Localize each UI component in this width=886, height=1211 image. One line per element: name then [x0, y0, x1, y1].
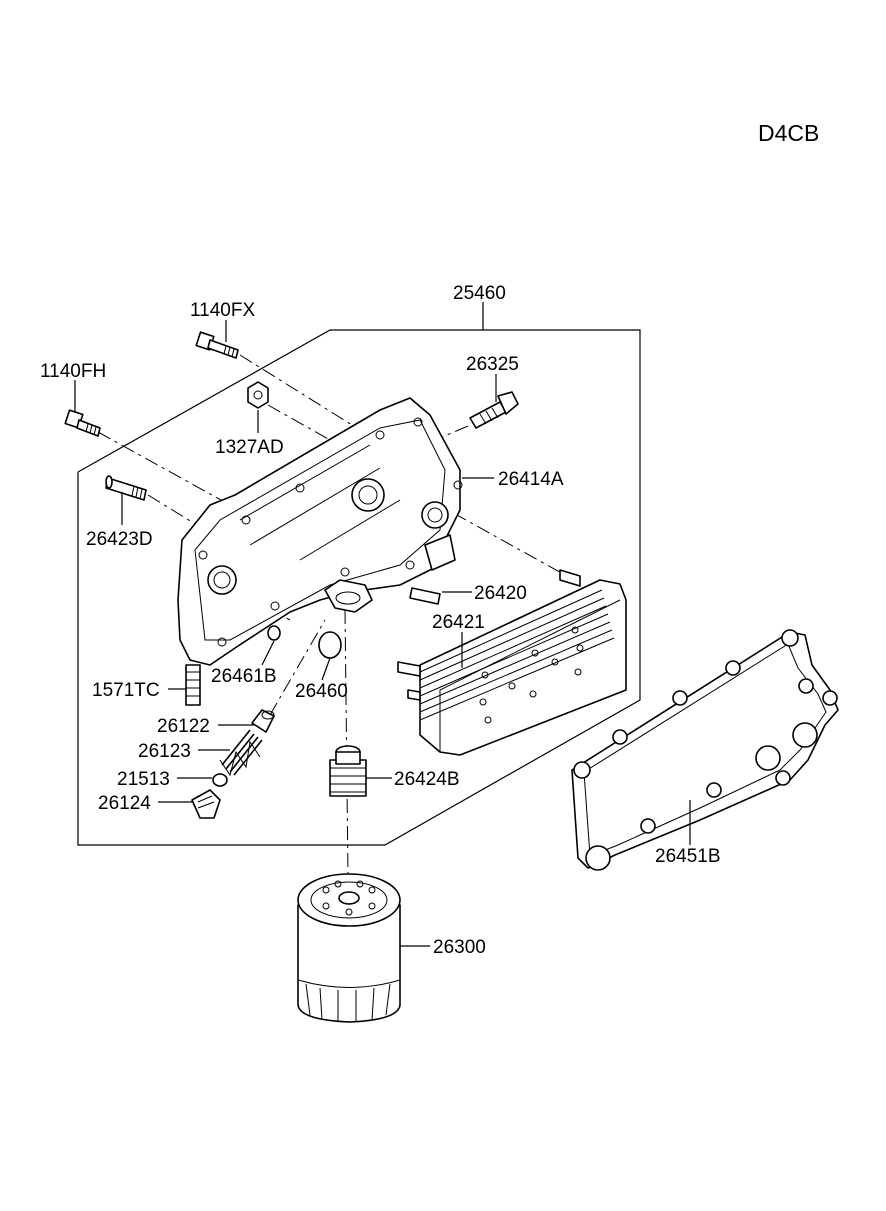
label-26461b: 26461B — [211, 666, 277, 687]
sensor-26325[interactable] — [469, 391, 519, 429]
bolt-1140fx[interactable] — [195, 331, 239, 359]
label-26421: 26421 — [432, 612, 485, 633]
label-26122: 26122 — [157, 716, 210, 737]
fitting-26424b[interactable] — [329, 745, 367, 797]
label-26451b: 26451B — [655, 846, 721, 867]
label-1140fh: 1140FH — [40, 361, 106, 382]
o-ring-26460[interactable] — [318, 631, 342, 659]
label-26424b: 26424B — [394, 769, 460, 790]
label-25460: 25460 — [453, 283, 506, 304]
oil-filter-26300[interactable] — [297, 873, 401, 1023]
label-26124: 26124 — [98, 793, 151, 814]
nut-1327ad[interactable] — [247, 381, 269, 409]
label-21513: 21513 — [117, 769, 170, 790]
pin-26420[interactable] — [409, 587, 441, 605]
engine-code-title: D4CB — [758, 120, 819, 146]
plug-26124[interactable] — [191, 789, 221, 819]
pin-1571tc[interactable] — [185, 664, 201, 706]
label-26300: 26300 — [433, 937, 486, 958]
label-26325: 26325 — [466, 354, 519, 375]
alignment-lines — [97, 354, 566, 876]
stud-26423d[interactable] — [105, 475, 147, 501]
label-26420: 26420 — [474, 583, 527, 604]
label-1571tc: 1571TC — [92, 680, 160, 701]
spring-26123[interactable] — [219, 729, 263, 777]
label-26123: 26123 — [138, 741, 191, 762]
label-26414a: 26414A — [498, 469, 564, 490]
o-ring-21513[interactable] — [212, 773, 228, 787]
label-1140fx: 1140FX — [190, 300, 255, 321]
gasket-26451b[interactable] — [571, 629, 839, 871]
o-ring-26461b[interactable] — [267, 625, 281, 641]
oil-cooler-housing[interactable] — [177, 397, 463, 666]
label-26460: 26460 — [295, 681, 348, 702]
bolt-1140fh[interactable] — [64, 409, 101, 437]
leader-lines — [74, 320, 691, 947]
label-26423d: 26423D — [86, 529, 153, 550]
assembly-boundary — [77, 302, 641, 846]
valve-26122[interactable] — [251, 709, 275, 733]
cooler-core-26421[interactable] — [397, 569, 627, 756]
label-1327ad: 1327AD — [215, 437, 284, 458]
